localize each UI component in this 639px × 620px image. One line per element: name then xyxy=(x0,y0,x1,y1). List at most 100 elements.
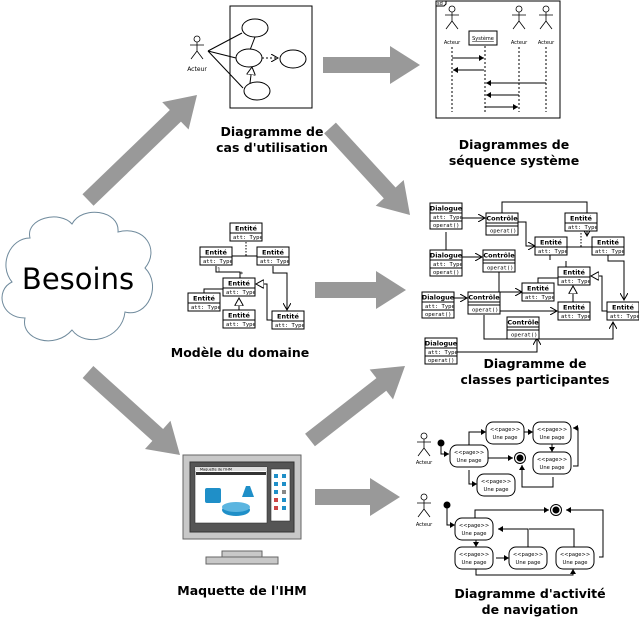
classes-title-1: Diagramme de xyxy=(484,356,587,371)
attribute-label: att: Type xyxy=(433,215,463,221)
use-case-ellipse xyxy=(235,48,263,68)
attribute-label: att: Type xyxy=(561,314,591,320)
besoins-cloud: Besoins xyxy=(1,211,154,342)
multiplicity-many: * xyxy=(240,271,243,278)
page-name: Une page xyxy=(462,560,487,566)
page-node: <<page>>Une page xyxy=(454,546,494,570)
dialogue-name: Dialogue xyxy=(425,340,458,348)
actor-icon xyxy=(417,493,431,518)
navigation-title-1: Diagramme d'activité xyxy=(454,586,605,601)
attribute-label: att: Type xyxy=(538,249,568,255)
dialogue-name: Dialogue xyxy=(422,294,455,302)
process-arrow xyxy=(315,271,406,309)
operation-label: operat() xyxy=(487,266,514,272)
page-stereotype: <<page>> xyxy=(537,427,567,433)
attribute-label: att: Type xyxy=(203,259,233,265)
page-name: Une page xyxy=(457,458,482,464)
page-name: Une page xyxy=(484,487,509,493)
use-case-diagram: Acteur xyxy=(187,5,313,109)
use-case-ellipse xyxy=(279,49,307,69)
use-case-title-2: cas d'utilisation xyxy=(216,140,328,155)
attribute-label: att: Type xyxy=(260,259,290,265)
attribute-label: att: Type xyxy=(233,235,263,241)
attribute-label: att: Type xyxy=(428,350,458,356)
page-stereotype: <<page>> xyxy=(481,479,511,485)
entity-name: Entité xyxy=(563,304,586,312)
entity-name: Entité xyxy=(570,215,593,223)
entity-name: Entité xyxy=(540,239,563,247)
domain-title: Modèle du domaine xyxy=(171,345,309,360)
classes-title-2: classes participantes xyxy=(461,372,610,387)
operation-label: operat() xyxy=(472,308,499,314)
entity-class-box: Entité att: Type xyxy=(534,236,568,256)
entity-name: Entité xyxy=(228,280,251,288)
attribute-label: att: Type xyxy=(561,279,591,285)
control-name: Contrôle xyxy=(486,215,518,223)
process-arrow xyxy=(82,95,197,206)
operation-label: operat() xyxy=(433,223,460,229)
besoins-label: Besoins xyxy=(22,262,134,296)
actor-icon xyxy=(539,5,553,30)
attribute-label: att: Type xyxy=(610,314,639,320)
initial-node xyxy=(443,501,451,509)
attribute-label: att: Type xyxy=(433,262,463,268)
entity-name: Entité xyxy=(205,249,228,257)
entity-name: Entité xyxy=(193,295,216,303)
ihm-title: Maquette de l'IHM xyxy=(177,583,306,598)
actor-label: Acteur xyxy=(444,40,461,46)
ihm-mockup-monitor: Maquette de l'IHM xyxy=(182,454,302,565)
sequence-title-1: Diagrammes de xyxy=(459,137,569,152)
sequence-title-2: séquence système xyxy=(449,153,579,168)
process-arrow xyxy=(82,366,180,455)
attribute-label: att: Type xyxy=(525,295,555,301)
entity-name: Entité xyxy=(612,304,635,312)
page-name: Une page xyxy=(516,560,541,566)
actor-label: Acteur xyxy=(416,522,433,528)
attribute-label: att: Type xyxy=(275,323,305,329)
page-name: Une page xyxy=(493,435,518,441)
attribute-label: att: Type xyxy=(226,322,256,328)
entity-class-box: Entité att: Type xyxy=(199,246,233,266)
control-name: Contrôle xyxy=(483,252,515,260)
page-stereotype: <<page>> xyxy=(490,427,520,433)
dialogue-name: Dialogue xyxy=(430,205,463,213)
actor-label: Acteur xyxy=(416,460,433,466)
operation-label: operat() xyxy=(490,229,517,235)
initial-node xyxy=(437,439,445,447)
control-name: Contrôle xyxy=(468,294,500,302)
page-node: <<page>> Une page xyxy=(485,421,525,445)
sd-label: sd xyxy=(437,1,443,7)
process-arrow xyxy=(323,46,420,84)
firewall-icon xyxy=(242,486,254,497)
control-class-box: Contrôle operat() xyxy=(482,249,516,273)
use-case-ellipse xyxy=(243,81,271,101)
mockup-window-title: Maquette de l'IHM xyxy=(200,468,232,472)
page-name: Une page xyxy=(462,531,487,537)
attribute-label: att: Type xyxy=(568,225,598,231)
dialogue-name: Dialogue xyxy=(430,252,463,260)
entity-name: Entité xyxy=(228,312,251,320)
operation-label: operat() xyxy=(425,312,452,318)
page-stereotype: <<page>> xyxy=(513,552,543,558)
actor-icon xyxy=(417,432,431,457)
use-case-ellipse xyxy=(241,18,269,38)
mockup-icons xyxy=(205,474,286,516)
attribute-label: att: Type xyxy=(595,249,625,255)
process-arrow xyxy=(315,478,400,516)
process-arrow xyxy=(305,366,405,447)
page-stereotype: <<page>> xyxy=(459,523,489,529)
process-arrows xyxy=(82,46,420,516)
process-arrow xyxy=(324,122,410,215)
actor-label: Acteur xyxy=(511,40,528,46)
actor-icon xyxy=(190,35,204,60)
entity-class-box: Entité att: Type xyxy=(606,301,639,321)
